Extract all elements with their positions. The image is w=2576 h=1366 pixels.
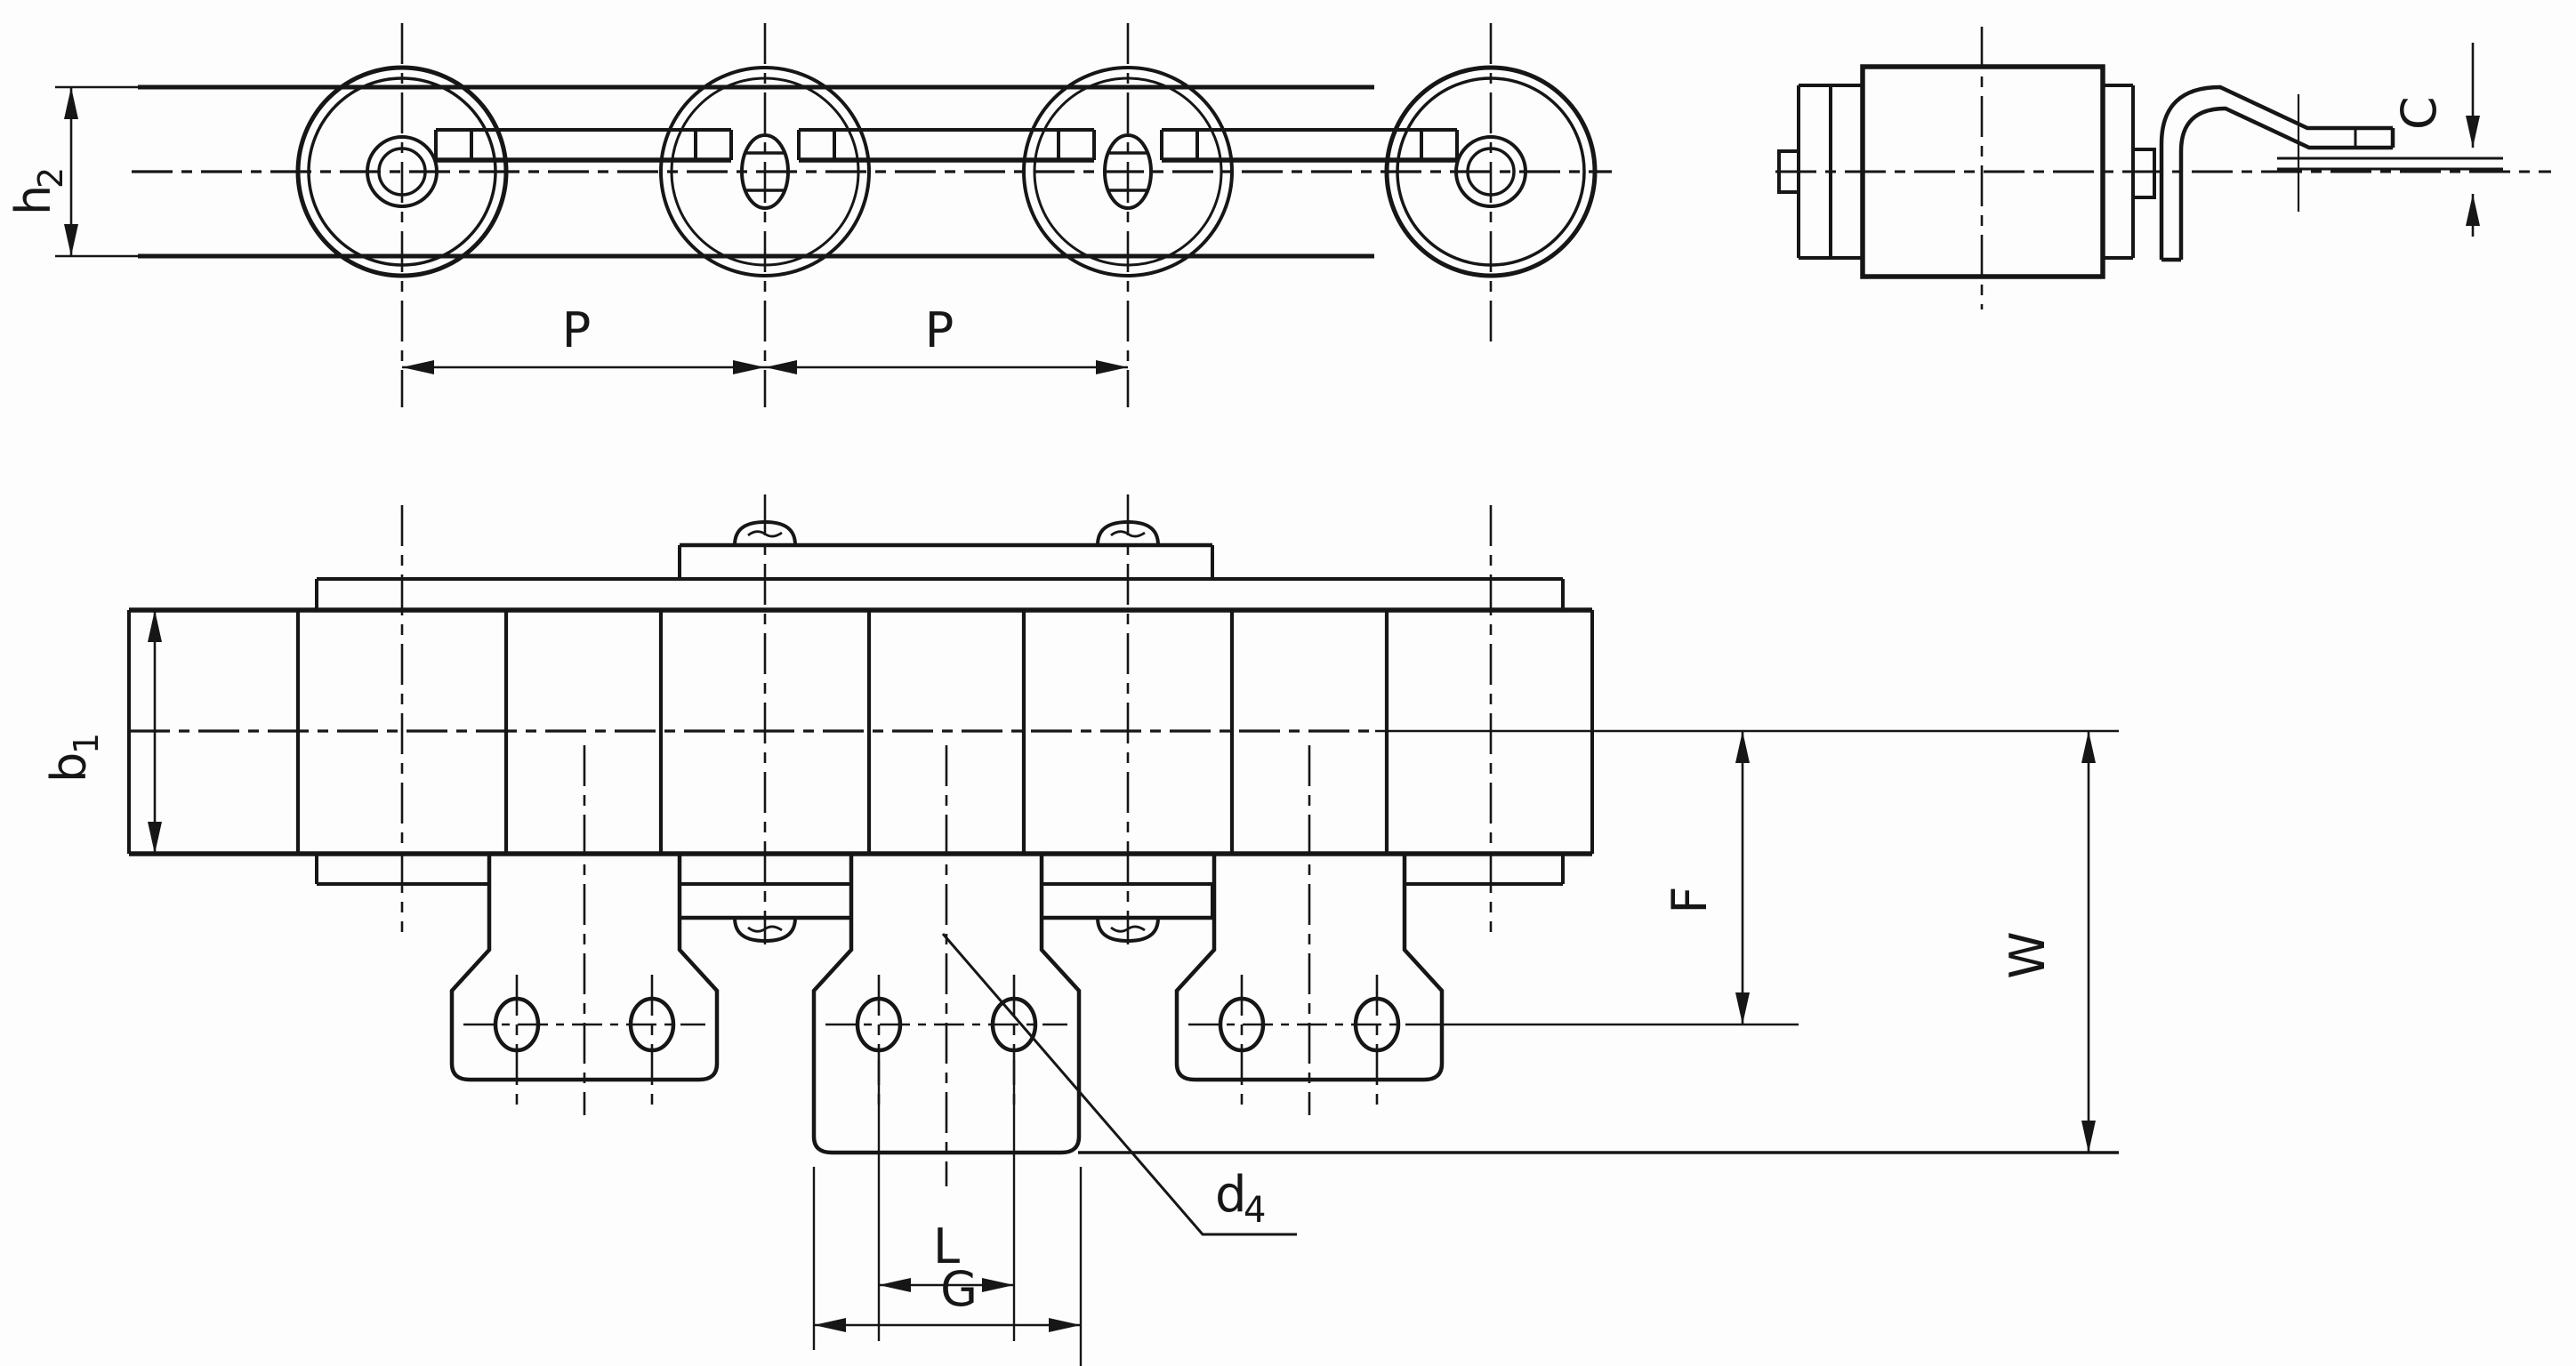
h2-extension-lines bbox=[55, 85, 138, 258]
dim-w: W bbox=[2000, 731, 2096, 1153]
pin-bush-1 bbox=[434, 128, 733, 163]
attachment-plate-2 bbox=[811, 745, 1082, 1186]
pin-head-right bbox=[2131, 148, 2156, 199]
dim-l: L bbox=[877, 1060, 1016, 1341]
dim-p: P P bbox=[402, 302, 1128, 374]
bent-attachment-profile bbox=[2159, 84, 2503, 262]
dim-label-p1: P bbox=[562, 302, 592, 358]
dim-label-f: F bbox=[1662, 886, 1718, 913]
roller-edge-lines bbox=[295, 610, 1389, 854]
dim-label-d4-sub: 4 bbox=[1244, 1190, 1266, 1231]
chain-end-edges bbox=[127, 610, 1594, 854]
dim-b1: b 1 bbox=[41, 610, 162, 854]
pin-bush-2 bbox=[797, 128, 1096, 163]
plate-strips-left bbox=[1797, 84, 1864, 260]
dim-label-h2-sub: 2 bbox=[31, 167, 70, 189]
dim-label-d4: d bbox=[1215, 1166, 1247, 1224]
chain-edges bbox=[129, 607, 1592, 856]
dim-c: C bbox=[2391, 43, 2480, 237]
dim-label-c: C bbox=[2391, 96, 2447, 130]
attachment-plate-1 bbox=[449, 745, 720, 1115]
dim-f: F bbox=[1432, 731, 1799, 1026]
roller-end-view bbox=[1860, 64, 2105, 279]
side-view: h 2 P P bbox=[5, 23, 1612, 407]
far-attachment-edge bbox=[2277, 157, 2503, 171]
plan-view: b 1 F W L bbox=[41, 494, 2119, 1366]
dim-label-w: W bbox=[2000, 931, 2056, 978]
attachment-plate-3 bbox=[1174, 745, 1445, 1115]
end-view: C bbox=[1775, 27, 2551, 309]
dim-label-g: G bbox=[940, 1261, 978, 1317]
far-attachment-bands bbox=[315, 519, 1565, 610]
dim-h2: h 2 bbox=[5, 87, 78, 256]
near-attachment-bands bbox=[315, 854, 1565, 944]
dim-g: G bbox=[812, 1167, 1083, 1366]
dim-label-p2: P bbox=[925, 302, 954, 358]
dim-d4: d 4 bbox=[941, 933, 1297, 1236]
dim-label-b1-sub: 1 bbox=[67, 733, 106, 754]
dim-label-l: L bbox=[933, 1218, 960, 1274]
dim-label-b1: b bbox=[41, 752, 97, 783]
dim-label-h2: h bbox=[5, 185, 61, 215]
pin-bush-3 bbox=[1160, 128, 1459, 163]
